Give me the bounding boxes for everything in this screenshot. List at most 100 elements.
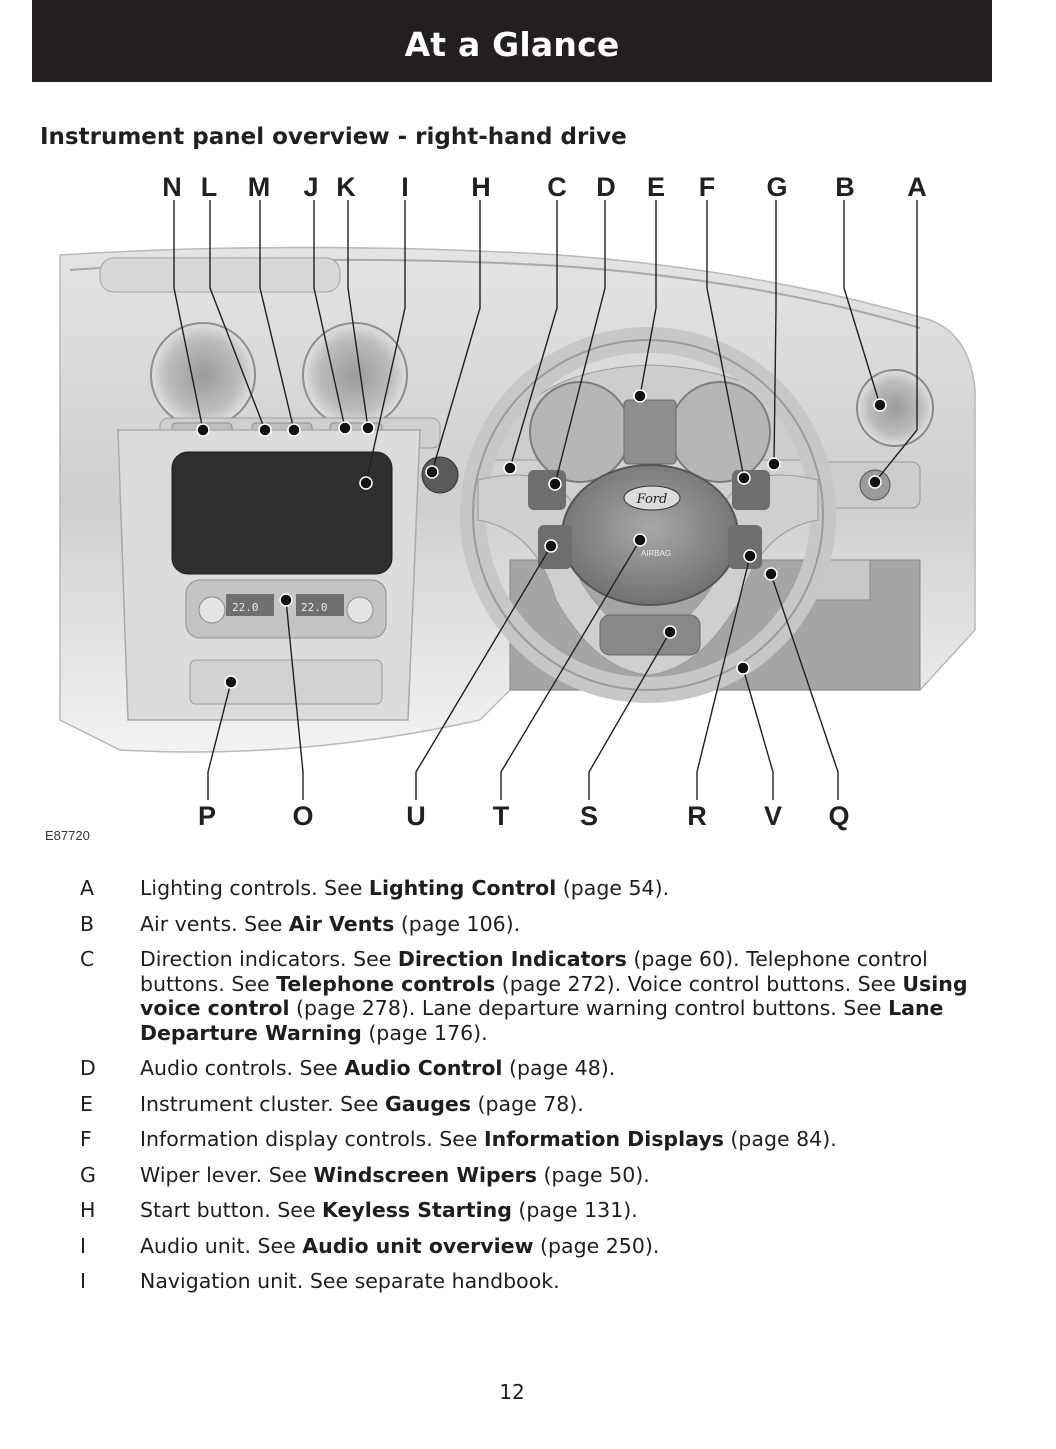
legend-text-part: Wiper lever. See [140,1163,313,1187]
legend-reference: Gauges [385,1092,471,1116]
callout-point-h [426,466,438,478]
legend-key: I [70,1234,140,1259]
legend-text: Air vents. See Air Vents (page 106). [140,912,990,937]
legend-key: C [70,947,140,1045]
legend-text: Information display controls. See Inform… [140,1127,990,1152]
section-title: Instrument panel overview - right-hand d… [40,124,627,150]
callout-point-t [634,534,646,546]
legend-reference: Telephone controls [276,972,495,996]
legend-text-part: Information display controls. See [140,1127,484,1151]
callout-point-j [339,422,351,434]
airbag-text: AIRBAG [641,549,671,558]
label-m: M [248,172,271,202]
storage-compartment [190,660,382,704]
callout-point-a [869,476,881,488]
legend-key: D [70,1056,140,1081]
legend-text-part: (page 50). [537,1163,650,1187]
label-d: D [596,172,616,202]
legend-reference: Windscreen Wipers [313,1163,536,1187]
label-i: I [401,172,409,202]
label-h: H [471,172,491,202]
cluster-display [624,400,676,464]
legend-reference: Lighting Control [369,876,556,900]
legend-text-part: Start button. See [140,1198,322,1222]
legend-key: I [70,1269,140,1294]
legend-text: Start button. See Keyless Starting (page… [140,1198,990,1223]
legend-key: E [70,1092,140,1117]
dashboard-drawing: 22.0 22.0 Ford AIRBAG [60,248,975,753]
legend-reference: Air Vents [289,912,394,936]
label-v: V [764,801,782,831]
top-callout-letters: N L M J K I H C D E F G B A [162,172,927,202]
legend-reference: Audio unit overview [302,1234,533,1258]
right-air-vent [857,370,933,446]
legend-text-part: (page 131). [512,1198,638,1222]
callout-point-k [362,422,374,434]
legend-text: Wiper lever. See Windscreen Wipers (page… [140,1163,990,1188]
label-s: S [580,801,598,831]
callout-point-s [664,626,676,638]
legend-key: F [70,1127,140,1152]
legend-item: GWiper lever. See Windscreen Wipers (pag… [70,1163,990,1188]
legend-text-part: Air vents. See [140,912,289,936]
legend-text-part: (page 78). [471,1092,584,1116]
label-a: A [907,172,927,202]
tachometer [670,382,770,482]
callout-point-n [197,424,209,436]
legend-text-part: Lighting controls. See [140,876,369,900]
callout-point-m [288,424,300,436]
legend-text: Audio unit. See Audio unit overview (pag… [140,1234,990,1259]
callout-point-f [738,472,750,484]
page-number: 12 [0,1380,1024,1404]
climate-temp-left: 22.0 [232,601,259,614]
label-f: F [699,172,716,202]
legend-reference: Information Displays [484,1127,724,1151]
climate-right-knob [347,597,373,623]
legend-reference: Direction Indicators [398,947,627,971]
figure-code: E87720 [45,828,90,843]
legend-item: IAudio unit. See Audio unit overview (pa… [70,1234,990,1259]
callout-point-u [545,540,557,552]
legend-item: ALighting controls. See Lighting Control… [70,876,990,901]
callout-point-g [768,458,780,470]
legend-text-part: Audio unit. See [140,1234,302,1258]
legend-key: B [70,912,140,937]
label-e: E [647,172,665,202]
ford-logo-text: Ford [636,492,668,507]
label-q: Q [828,801,849,831]
label-l: L [201,172,218,202]
label-p: P [198,801,216,831]
label-t: T [493,801,510,831]
right-lower-controls [728,525,762,569]
legend-text: Lighting controls. See Lighting Control … [140,876,990,901]
callout-point-v [737,662,749,674]
legend-item: CDirection indicators. See Direction Ind… [70,947,990,1045]
header-bar: At a Glance [32,0,992,82]
callout-point-r [744,550,756,562]
legend-reference: Keyless Starting [322,1198,512,1222]
left-centre-vent [151,323,255,427]
windscreen-vent [100,258,340,292]
diagram-svg: 22.0 22.0 Ford AIRBAG [0,160,1056,860]
callout-point-q [765,568,777,580]
label-c: C [547,172,567,202]
legend-text-part: Instrument cluster. See [140,1092,385,1116]
legend-text-part: (page 48). [502,1056,615,1080]
legend-text-part: (page 250). [534,1234,660,1258]
callout-point-l [259,424,271,436]
callout-point-b [874,399,886,411]
legend-text-part: (page 106). [394,912,520,936]
legend-key: A [70,876,140,901]
bottom-callout-letters: P O U T S R V Q [198,801,850,831]
callout-point-i [360,477,372,489]
legend-text: Direction indicators. See Direction Indi… [140,947,990,1045]
legend-text-part: Audio controls. See [140,1056,344,1080]
callout-point-c [504,462,516,474]
instrument-panel-diagram: 22.0 22.0 Ford AIRBAG [0,160,1056,860]
